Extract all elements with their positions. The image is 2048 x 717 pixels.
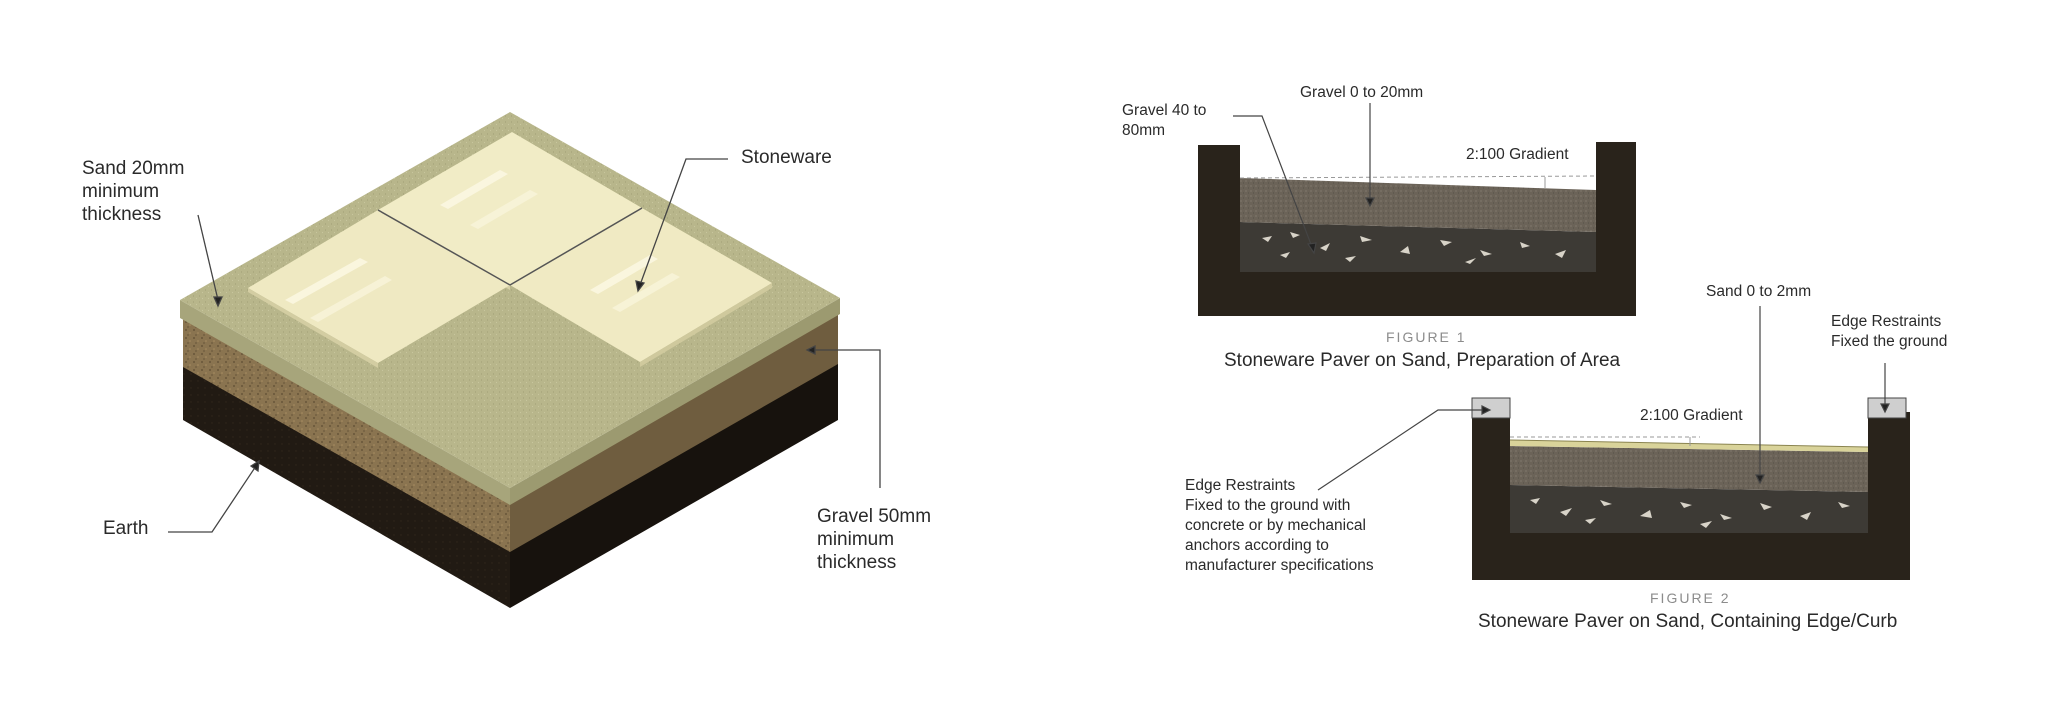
figure1-section <box>1198 103 1636 316</box>
fig1-label-gravel-fine: Gravel 0 to 20mm <box>1300 84 1424 101</box>
fig1-label-gravel-large: Gravel 40 to 80mm <box>1122 102 1207 139</box>
earth-layer <box>183 362 838 608</box>
stoneware-tiles <box>248 132 772 368</box>
label-stoneware: Stoneware <box>741 147 832 168</box>
sand-layer <box>180 112 840 505</box>
gravel-layer <box>183 302 838 552</box>
fig2-label-edge-top: Edge Restraints Fixed the ground <box>1831 313 1948 350</box>
figure2-section <box>1317 306 1910 580</box>
label-gravel-thickness: Gravel 50mm minimum thickness <box>817 506 932 573</box>
fig2-number: FIGURE 2 <box>1650 590 1731 606</box>
fig2-caption: Stoneware Paver on Sand, Containing Edge… <box>1478 611 1898 632</box>
fig1-caption: Stoneware Paver on Sand, Preparation of … <box>1224 350 1621 371</box>
label-earth: Earth <box>103 518 149 539</box>
fig2-label-gradient: 2:100 Gradient <box>1640 407 1743 424</box>
fig2-label-sand: Sand 0 to 2mm <box>1706 283 1812 300</box>
fig2-label-edge-left: Edge Restraints Fixed to the ground with… <box>1185 477 1374 574</box>
fig1-number: FIGURE 1 <box>1386 329 1467 345</box>
label-sand-thickness: Sand 20mm minimum thickness <box>82 158 185 225</box>
iso-leaders <box>168 158 881 533</box>
fig1-label-gradient: 2:100 Gradient <box>1466 146 1569 163</box>
